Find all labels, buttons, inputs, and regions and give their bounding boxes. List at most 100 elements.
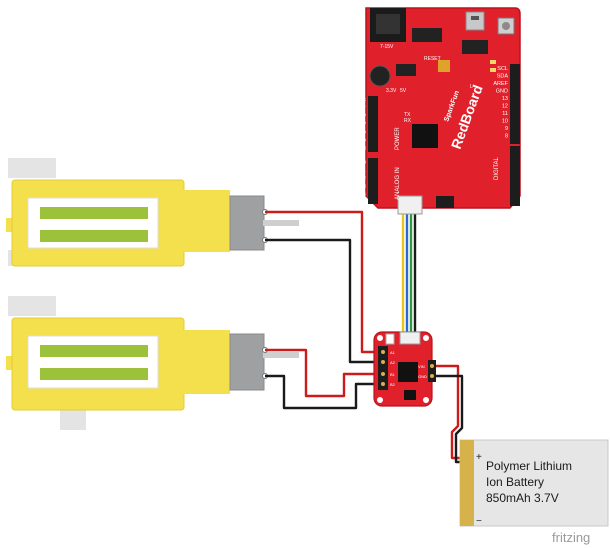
motor-top-can [229,195,265,251]
motor-driver-small-chip [404,390,416,400]
digital-pin-label: AREF [493,81,508,87]
motor-driver-motor-header [378,346,388,390]
motor-bottom-tab-upper [8,296,56,316]
digital-pin-label: SDA [497,74,509,80]
led-2 [490,68,496,72]
wire-motor-top-red [265,210,384,354]
analog-pin-label: A5 [359,200,366,206]
digital-pin-label: GND [496,89,508,95]
power-pin-label: 3.3V [355,114,367,120]
motor-bottom-window [27,335,159,389]
power-pin-label: RESET [348,106,367,112]
led-1 [490,60,496,64]
wire-motor-bottom-red [265,348,384,398]
fritzing-watermark: fritzing [552,530,590,545]
wire-battery-red [432,364,466,460]
reset-button-cap [502,22,510,30]
motor-top-stripe-2 [40,230,148,242]
icsp-header [436,196,454,208]
board-mark: RESET [424,56,441,62]
motor-top-stripe-1 [40,207,148,219]
analog-pin-label: A4 [359,192,366,198]
analog-header [368,158,378,204]
board-mark: RX [404,118,412,124]
analog-label: ANALOG IN [395,167,401,200]
driver-mark: B2 [390,382,396,387]
battery-body [459,439,609,527]
board-mark: TX [404,112,411,118]
motor-driver-power-header [428,360,436,382]
power-pin-label: VIN [357,146,366,152]
driver-mark: B1 [390,372,396,377]
driver-mark: A2 [390,360,396,365]
driver-mark: VIN [418,364,425,369]
redboard-qwiic-connector [397,195,423,215]
pin-b1 [381,372,385,376]
pin-vin [430,364,434,368]
motor-top [6,158,299,267]
mount-hole-2 [423,335,429,341]
power-pin-label: 5V [359,122,366,128]
motor-bottom-shaft [263,352,299,358]
driver-mark: GND [418,374,427,379]
qwiic-cable [401,214,417,332]
pin-a1 [381,350,385,354]
motor-top-neck [182,190,230,252]
crystal [438,60,450,72]
board-mark: 3.3V [386,88,397,94]
motor-bottom-stripe-2 [40,368,148,380]
regulator-chip [412,28,442,42]
motor-driver-chip [398,362,418,382]
driver-jumper [385,333,395,345]
capacitor [369,65,391,87]
motor-bottom-can [229,333,265,391]
board-mark: L [470,84,473,90]
digital-header-lower [510,146,520,206]
analog-pin-label: A1 [359,168,366,174]
pin-gnd [430,374,434,378]
motor-top-tab-upper [8,158,56,178]
usb-port-icon [465,11,485,31]
power-pin-label: GND [354,138,366,144]
analog-pin-label: A0 [359,160,366,166]
redboard-pcb [365,7,521,209]
motor-bottom-tab-lower [60,408,86,430]
microcontroller-chip [412,124,438,148]
driver-mark: A1 [390,350,396,355]
usb-slot [471,16,479,20]
power-label: POWER [395,127,401,150]
battery-label-line3: 850mAh 3.7V [486,491,559,505]
mount-hole-4 [423,397,429,403]
wires [265,210,466,464]
wire-motor-top-black [265,238,384,364]
small-ic [396,64,416,76]
analog-pin-label: A2 [359,176,366,182]
motor-top-shaft [263,220,299,226]
motor-bottom-stripe-1 [40,345,148,357]
digital-pin-label: 10 [502,119,508,125]
board-mark: 5V [400,88,407,94]
battery-gold-tab [460,440,474,526]
mount-hole-3 [377,397,383,403]
mount-hole-1 [377,335,383,341]
digital-pin-label: 12 [502,104,508,110]
motor-driver-qwiic-connector [399,331,421,345]
pin-a2 [381,360,385,364]
wire-motor-bottom-black [265,374,384,410]
battery-plus: + [476,452,482,463]
digital-pin-label: 13 [502,96,508,102]
digital-label: DIGITAL [494,156,500,180]
motor-bottom-neck [182,330,230,394]
battery-minus: − [476,516,482,527]
power-pin-label: GND [354,130,366,136]
battery: + − Polymer Lithium Ion Battery 850mAh 3… [459,439,609,527]
redboard: SparkFun RedBoard POWER ANALOG IN DIGITA… [348,7,521,215]
